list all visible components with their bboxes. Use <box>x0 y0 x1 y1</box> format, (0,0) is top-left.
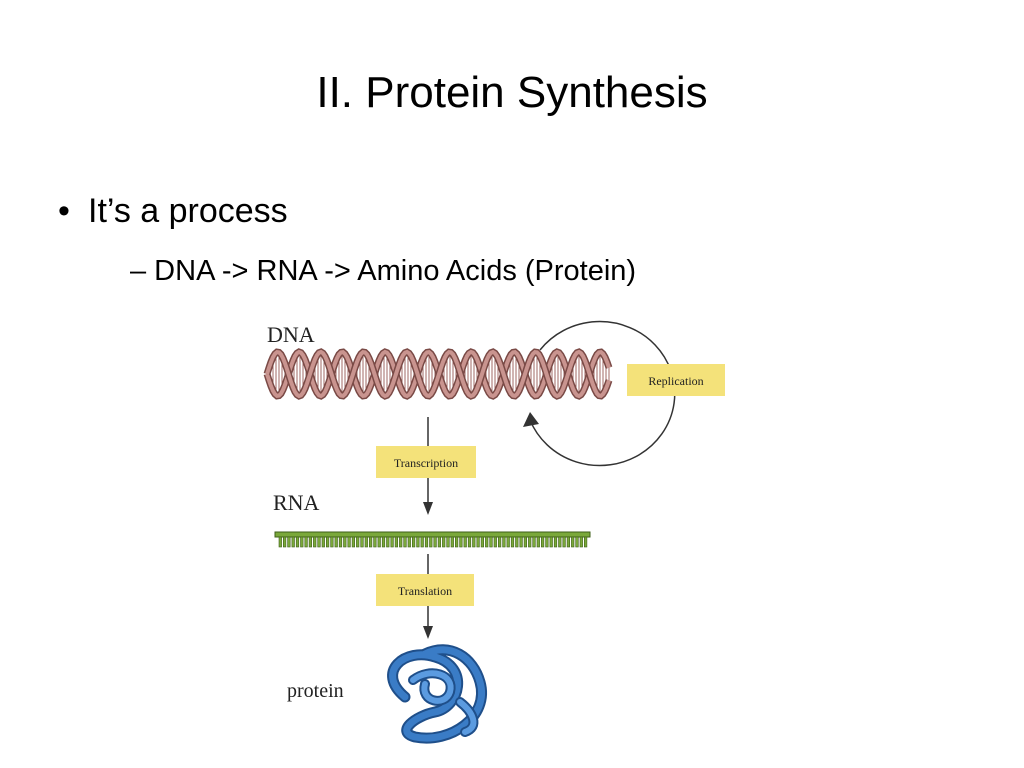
replication-cycle-arrow <box>529 320 676 467</box>
bullet-item: • It’s a process <box>58 192 288 231</box>
translation-box <box>376 574 474 606</box>
slide-title: II. Protein Synthesis <box>316 68 708 117</box>
replication-box <box>627 364 725 396</box>
rna-strand <box>274 531 591 548</box>
protein-synthesis-diagram: DNA Replication Transcription RNA Transl… <box>263 320 725 744</box>
transcription-box <box>376 446 476 478</box>
replication-label: Replication <box>648 374 703 388</box>
bullet-marker: • <box>58 192 70 230</box>
transcription-arrowhead-icon <box>423 502 433 515</box>
translation-label: Translation <box>398 584 452 598</box>
dna-label: DNA <box>267 322 315 347</box>
rna-label: RNA <box>273 490 320 515</box>
sub-bullet-text: – DNA -> RNA -> Amino Acids (Protein) <box>130 255 637 287</box>
replication-arrowhead-icon <box>523 412 539 427</box>
protein-label: protein <box>287 680 344 702</box>
protein-structure-icon <box>387 644 488 744</box>
dna-helix <box>263 348 613 400</box>
bullet-text: It’s a process <box>88 192 288 230</box>
translation-arrowhead-icon <box>423 626 433 639</box>
transcription-label: Transcription <box>394 456 458 470</box>
